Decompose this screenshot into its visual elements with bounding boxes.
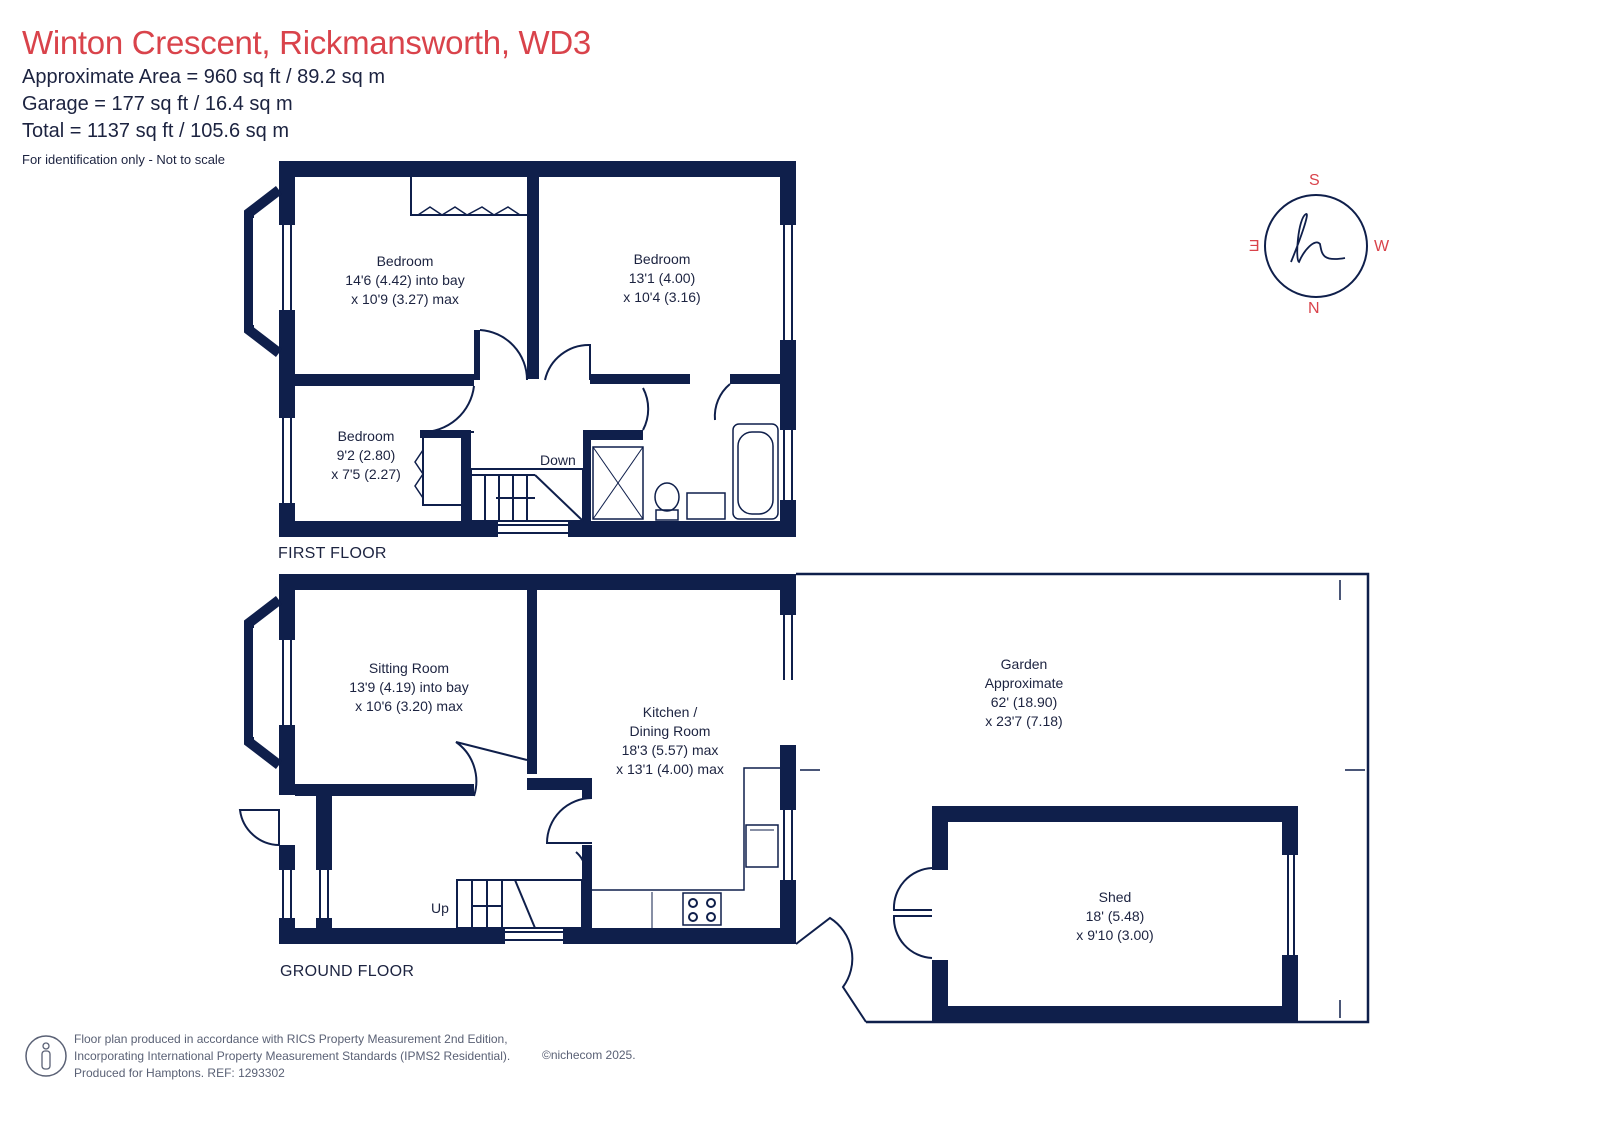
room-name: Bedroom xyxy=(337,428,395,444)
room-bedroom-1: Bedroom 14'6 (4.42) into bay x 10'9 (3.2… xyxy=(345,252,464,309)
room-dimension: 9'2 (2.80) xyxy=(336,447,396,463)
room-dimension: x 9'10 (3.00) xyxy=(1076,927,1154,943)
first-floor-details xyxy=(244,177,793,534)
room-dimension: 18' (5.48) xyxy=(1085,908,1145,924)
scale-note: For identification only - Not to scale xyxy=(22,152,226,167)
copyright: ©nichecom 2025. xyxy=(542,1048,636,1062)
wall xyxy=(527,161,539,379)
room-dimension: 62' (18.90) xyxy=(990,694,1058,710)
room-name: Bedroom xyxy=(376,253,434,269)
room-name: Approximate xyxy=(984,675,1064,691)
info-person-icon xyxy=(25,1035,67,1077)
ground-floor-details xyxy=(238,572,1370,1024)
room-name: Garden xyxy=(1000,656,1048,672)
first-floor-label: FIRST FLOOR xyxy=(278,545,387,562)
room-dimension: 14'6 (4.42) into bay xyxy=(345,272,465,288)
compass-south: S xyxy=(1309,172,1320,189)
approximate-area: Approximate Area = 960 sq ft / 89.2 sq m xyxy=(22,66,385,88)
stairs-down-label: Down xyxy=(540,452,576,468)
wall xyxy=(583,430,643,440)
compass-north: N xyxy=(1308,300,1320,317)
room-name: Bedroom xyxy=(633,251,691,267)
room-shed: Shed 18' (5.48) x 9'10 (3.00) xyxy=(1076,888,1153,945)
room-dimension: x 10'6 (3.20) max xyxy=(355,698,463,714)
room-name: Dining Room xyxy=(629,723,711,739)
wall xyxy=(474,330,480,380)
ground-floor-label: GROUND FLOOR xyxy=(280,963,415,980)
room-dimension: x 10'9 (3.27) max xyxy=(351,291,459,307)
wall xyxy=(583,430,591,530)
room-dimension: x 23'7 (7.18) xyxy=(985,713,1063,729)
room-bedroom-2: Bedroom 13'1 (4.00) x 10'4 (3.16) xyxy=(623,250,700,307)
room-dimension: 18'3 (5.57) max xyxy=(621,742,719,758)
room-name: Sitting Room xyxy=(368,660,450,676)
garage-area: Garage = 177 sq ft / 16.4 sq m xyxy=(22,93,293,115)
footer-disclaimer: Floor plan produced in accordance with R… xyxy=(74,1031,510,1082)
room-name: Shed xyxy=(1098,889,1132,905)
compass-east: E xyxy=(1249,238,1260,255)
footer-line: Incorporating International Property Mea… xyxy=(74,1049,511,1063)
wall xyxy=(461,430,471,530)
footer-line: Produced for Hamptons. REF: 1293302 xyxy=(74,1066,285,1080)
room-dimension: 13'9 (4.19) into bay xyxy=(349,679,469,695)
compass-rose xyxy=(1264,194,1368,298)
room-dimension: 13'1 (4.00) xyxy=(628,270,696,286)
stairs-up-label: Up xyxy=(431,900,449,916)
total-area: Total = 1137 sq ft / 105.6 sq m xyxy=(22,120,290,142)
footer-line: Floor plan produced in accordance with R… xyxy=(74,1032,508,1046)
room-dimension: x 10'4 (3.16) xyxy=(623,289,701,305)
wall xyxy=(590,374,690,384)
wall xyxy=(279,374,474,386)
wall xyxy=(730,374,790,384)
property-title: Winton Crescent, Rickmansworth, WD3 xyxy=(22,24,591,61)
room-dimension: x 7'5 (2.27) xyxy=(331,466,401,482)
room-kitchen-dining: Kitchen / Dining Room 18'3 (5.57) max x … xyxy=(616,703,724,779)
room-sitting-room: Sitting Room 13'9 (4.19) into bay x 10'6… xyxy=(349,659,468,716)
room-dimension: x 13'1 (4.00) max xyxy=(616,761,724,777)
wall xyxy=(420,430,465,438)
compass-west: W xyxy=(1374,238,1390,255)
room-garden: Garden Approximate 62' (18.90) x 23'7 (7… xyxy=(985,655,1064,731)
room-bedroom-3: Bedroom 9'2 (2.80) x 7'5 (2.27) xyxy=(331,427,401,484)
room-name: Kitchen / xyxy=(642,704,698,720)
